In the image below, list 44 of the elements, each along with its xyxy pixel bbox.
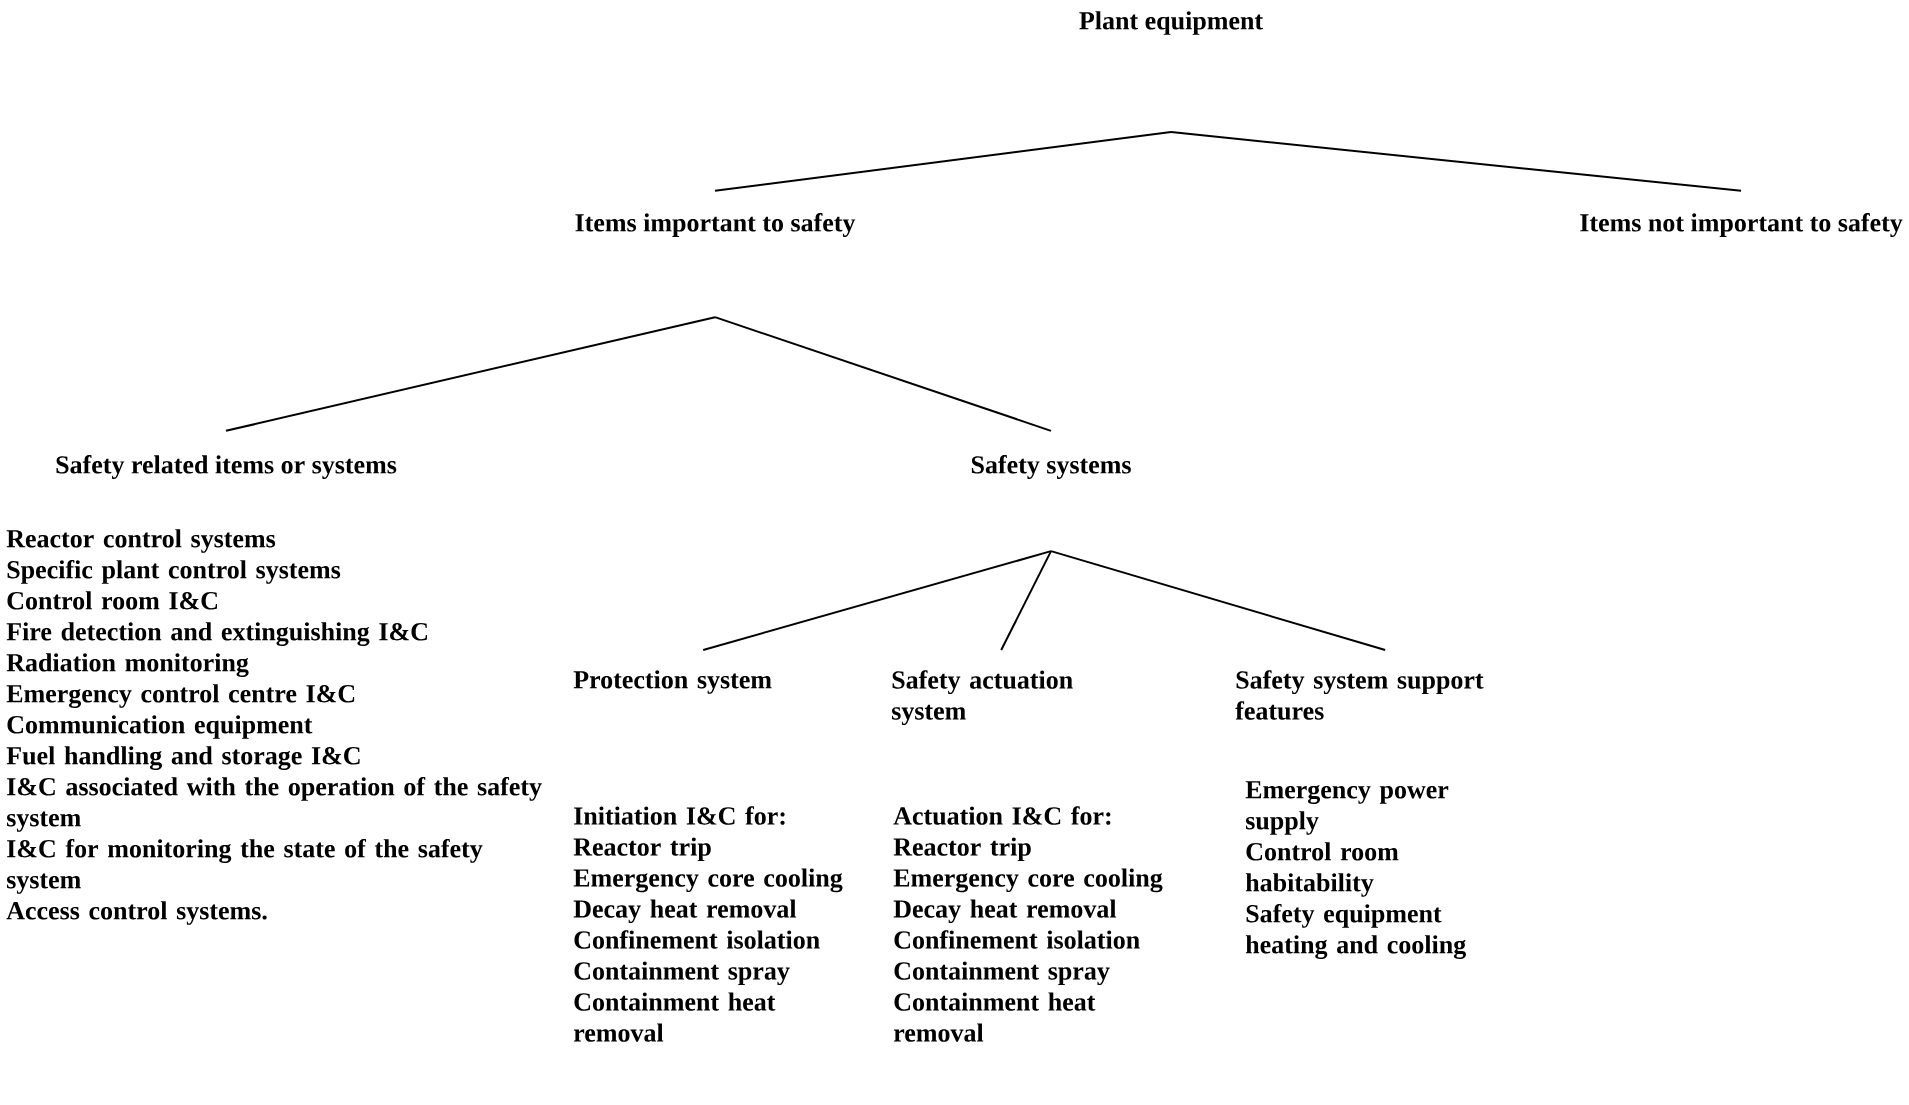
connector-line [1000, 550, 1052, 651]
connector-line [714, 316, 1052, 432]
node-label: Emergency control centre I&C [6, 684, 355, 708]
node-label: Fire detection and extinguishing I&C [6, 622, 427, 646]
node-label: Protection system [573, 670, 772, 694]
node-label: Emergency core cooling [893, 868, 1163, 893]
node-label: Items not important to safety [1580, 213, 1903, 237]
node-label: Containment spray [574, 961, 790, 986]
connector-line [1050, 550, 1387, 651]
node-label: Access control systems. [6, 901, 267, 925]
node-label: Reactor trip [573, 837, 711, 862]
connector-line [225, 316, 716, 432]
node-label: Communication equipment [7, 715, 313, 739]
node-label: Containment heat removal [573, 992, 776, 1042]
node-label: Fuel handling and storage I&C [6, 746, 360, 770]
connector-line [714, 131, 1172, 192]
item-list: Initiation I&C for: Reactor trip Emergency core cooling Decay heat removal Confinement isolation Containment spray Containment heat removal [573, 806, 843, 1042]
node-label: I&C associated with the operation of the safety system [7, 776, 542, 832]
node-label: Safety system support features [1235, 670, 1484, 720]
node-label: Decay heat removal [893, 899, 1117, 924]
node-label: Initiation I&C for: [574, 806, 785, 825]
node-label: Emergency core cooling [573, 868, 843, 893]
node-label: Actuation I&C for: [893, 806, 1111, 825]
item-list: Reactor control systems Specific plant control systems Control room I&C Fire detection and extinguishing I&C Radiation monitoring Emergency control centre I&C Communication equipment Fuel handling and storage I&C I&C associated with the operation of the safety system I&C for monitoring the state of the safety system Access control systems. [6, 529, 542, 925]
node-label: Safety related items or systems [56, 455, 397, 479]
node-label: Containment spray [894, 961, 1110, 986]
item-list: Actuation I&C for: Reactor trip Emergency core cooling Decay heat removal Confinement isolation Containment spray Containment heat removal [893, 806, 1163, 1042]
node-label: Confinement isolation [894, 930, 1140, 949]
node-label: I&C for monitoring the state of the safety system [7, 838, 483, 894]
node-label: Radiation monitoring [6, 653, 249, 677]
item-list: Emergency power supply Control room habitability Safety equipment heating and cooling [1245, 781, 1466, 959]
node-label: Reactor trip [893, 837, 1031, 862]
node-label: Specific plant control systems [7, 559, 341, 584]
connector-line [702, 550, 1052, 651]
node-label: Reactor control systems [6, 529, 276, 553]
node-label: Safety systems [971, 455, 1131, 479]
node-label: Control room I&C [7, 591, 218, 610]
node-label: Safety actuation system [892, 670, 1073, 726]
node-label: Containment heat removal [893, 992, 1096, 1042]
connector-line [1170, 131, 1743, 192]
node-label: Confinement isolation [574, 930, 820, 949]
node-label: Plant equipment [1079, 11, 1263, 35]
node-label: Decay heat removal [573, 899, 797, 924]
node-label: Items important to safety [575, 213, 856, 237]
